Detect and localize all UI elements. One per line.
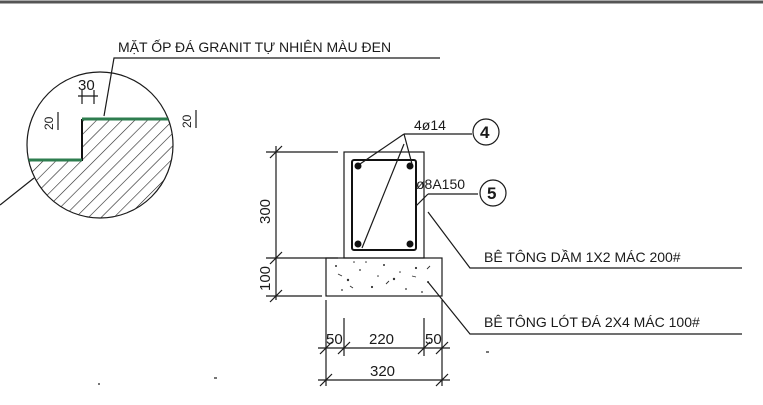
stirrup-mark-circle (479, 179, 507, 207)
dim-50-right: 50 (425, 331, 442, 348)
dim-20-detail: 20 (42, 116, 56, 130)
dim-50-left: 50 (326, 331, 343, 348)
granite-note: MẶT ỐP ĐÁ GRANIT TỰ NHIÊN MÀU ĐEN (118, 38, 391, 55)
bar-tl (354, 162, 362, 170)
stirrup-diagonal (361, 143, 405, 249)
aggregate-dots (335, 261, 431, 293)
dim-220: 220 (369, 331, 394, 348)
beam-concrete-leader (427, 211, 742, 269)
bar-bl (354, 240, 362, 248)
hdim-tick-2 (337, 341, 351, 355)
bar-br (406, 240, 414, 248)
bar-tr (406, 162, 414, 170)
lean-concrete-note: BÊ TÔNG LÓT ĐÁ 2X4 MÁC 100# (484, 314, 700, 330)
hdim-tick-6 (435, 373, 449, 387)
detail-hatch (27, 119, 173, 218)
hdim-tick-3 (417, 341, 431, 355)
lean-concrete-pad (325, 257, 443, 297)
granite-leader (103, 57, 440, 117)
dim-100: 100 (257, 266, 274, 291)
dim-20-detail-right: 20 (180, 114, 194, 128)
beam-section: 4ø14 4 ø8A150 5 BÊ TÔNG DẦM 1X2 MÁC 200#… (257, 117, 742, 387)
dim-30-detail: 30 (78, 77, 95, 94)
hdim-tick-4 (435, 341, 449, 355)
granite-detail: MẶT ỐP ĐÁ GRANIT TỰ NHIÊN MÀU ĐEN 30 20 … (0, 38, 440, 219)
stirrup-label: ø8A150 (416, 176, 465, 192)
main-bar-mark-circle (472, 118, 500, 146)
main-bar-mark: 4 (480, 123, 490, 142)
hdim-tick-1 (319, 341, 333, 355)
vdim-tick-top (269, 145, 283, 159)
lean-concrete-leader (427, 281, 742, 335)
main-bars-label: 4ø14 (414, 117, 446, 133)
stirrup-leader (415, 193, 429, 207)
dim-300: 300 (257, 199, 274, 224)
beam-concrete-note: BÊ TÔNG DẦM 1X2 MÁC 200# (484, 249, 681, 265)
main-bar-leader-a (359, 133, 405, 165)
dim-320: 320 (370, 363, 395, 380)
hdim-tick-5 (319, 373, 333, 387)
main-bar-leader-b (403, 133, 413, 165)
vdim-tick-bot (269, 289, 283, 303)
detail-leader (0, 177, 35, 206)
stirrup (351, 159, 417, 251)
vdim-tick-mid (269, 251, 283, 265)
stirrup-mark: 5 (487, 184, 496, 203)
